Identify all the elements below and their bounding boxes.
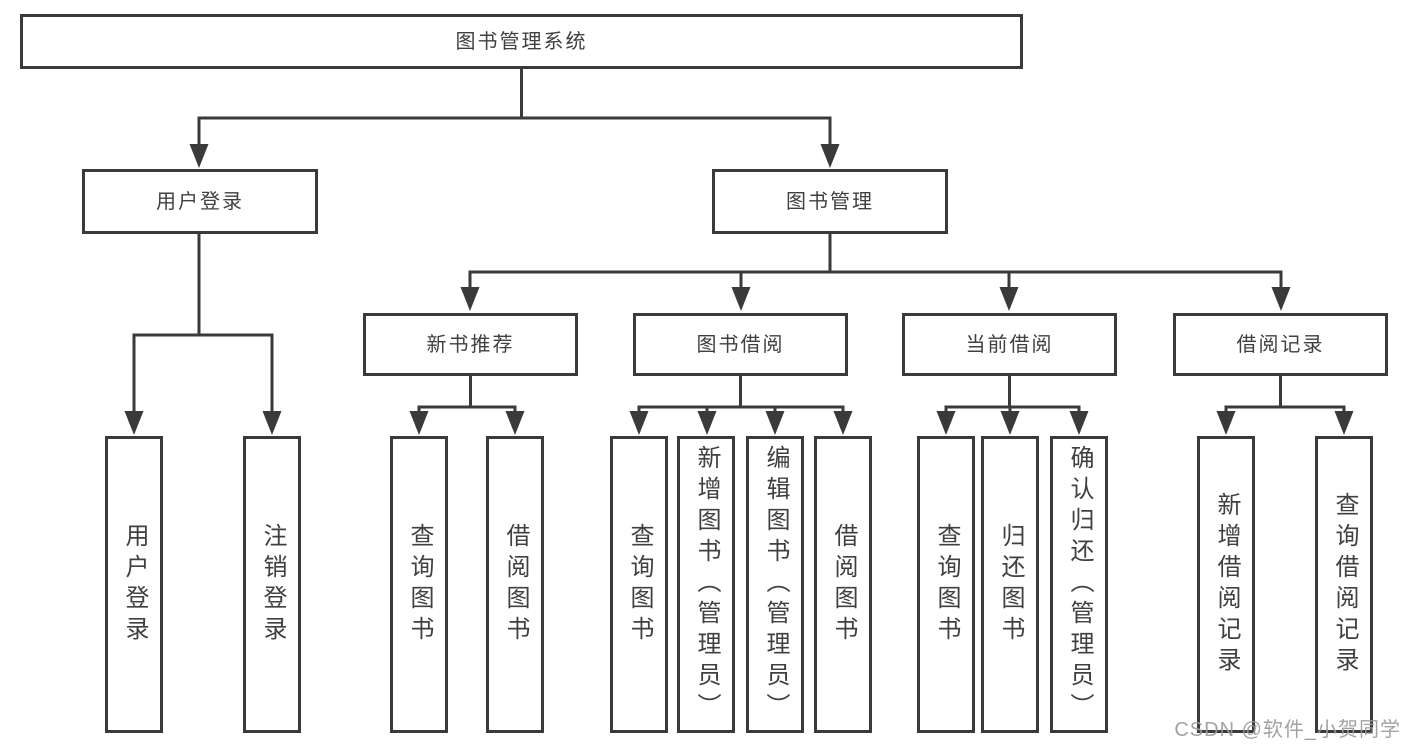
node-library-management-system: 图书管理系统 xyxy=(20,14,1023,69)
leaf-add-borrow-record: 新增借阅记录 xyxy=(1197,436,1255,733)
leaf-user-login: 用户登录 xyxy=(105,436,163,733)
leaf-logout: 注销登录 xyxy=(243,436,301,733)
leaf-query-books-borrow: 查询图书 xyxy=(610,436,668,733)
node-label: 新书推荐 xyxy=(426,333,515,356)
leaf-query-borrow-record: 查询借阅记录 xyxy=(1315,436,1373,733)
node-label: 图书管理系统 xyxy=(455,30,588,53)
leaf-return-books: 归还图书 xyxy=(981,436,1039,733)
node-label: 图书借阅 xyxy=(696,333,785,356)
leaf-edit-book-admin: 编辑图书（管理员） xyxy=(746,436,804,733)
leaf-query-books-recommend: 查询图书 xyxy=(390,436,448,733)
node-label: 图书管理 xyxy=(786,190,874,213)
arrowhead-group xyxy=(124,144,1354,435)
node-current-borrowing: 当前借阅 xyxy=(902,313,1117,376)
csdn-watermark: CSDN @软件_小贺同学 xyxy=(1174,719,1401,741)
leaf-borrow-books-recommend: 借阅图书 xyxy=(486,436,544,733)
leaf-query-books-current: 查询图书 xyxy=(917,436,975,733)
node-book-management: 图书管理 xyxy=(712,169,948,234)
node-label: 当前借阅 xyxy=(965,333,1054,356)
node-user-login: 用户登录 xyxy=(82,169,318,234)
node-borrowing-records: 借阅记录 xyxy=(1173,313,1388,376)
node-new-book-recommendation: 新书推荐 xyxy=(363,313,578,376)
leaf-borrow-books: 借阅图书 xyxy=(814,436,872,733)
leaf-add-book-admin: 新增图书（管理员） xyxy=(677,436,735,733)
node-label: 用户登录 xyxy=(156,190,244,213)
leaf-confirm-return-admin: 确认归还（管理员） xyxy=(1050,436,1108,733)
node-book-borrowing: 图书借阅 xyxy=(633,313,848,376)
node-label: 借阅记录 xyxy=(1236,333,1325,356)
